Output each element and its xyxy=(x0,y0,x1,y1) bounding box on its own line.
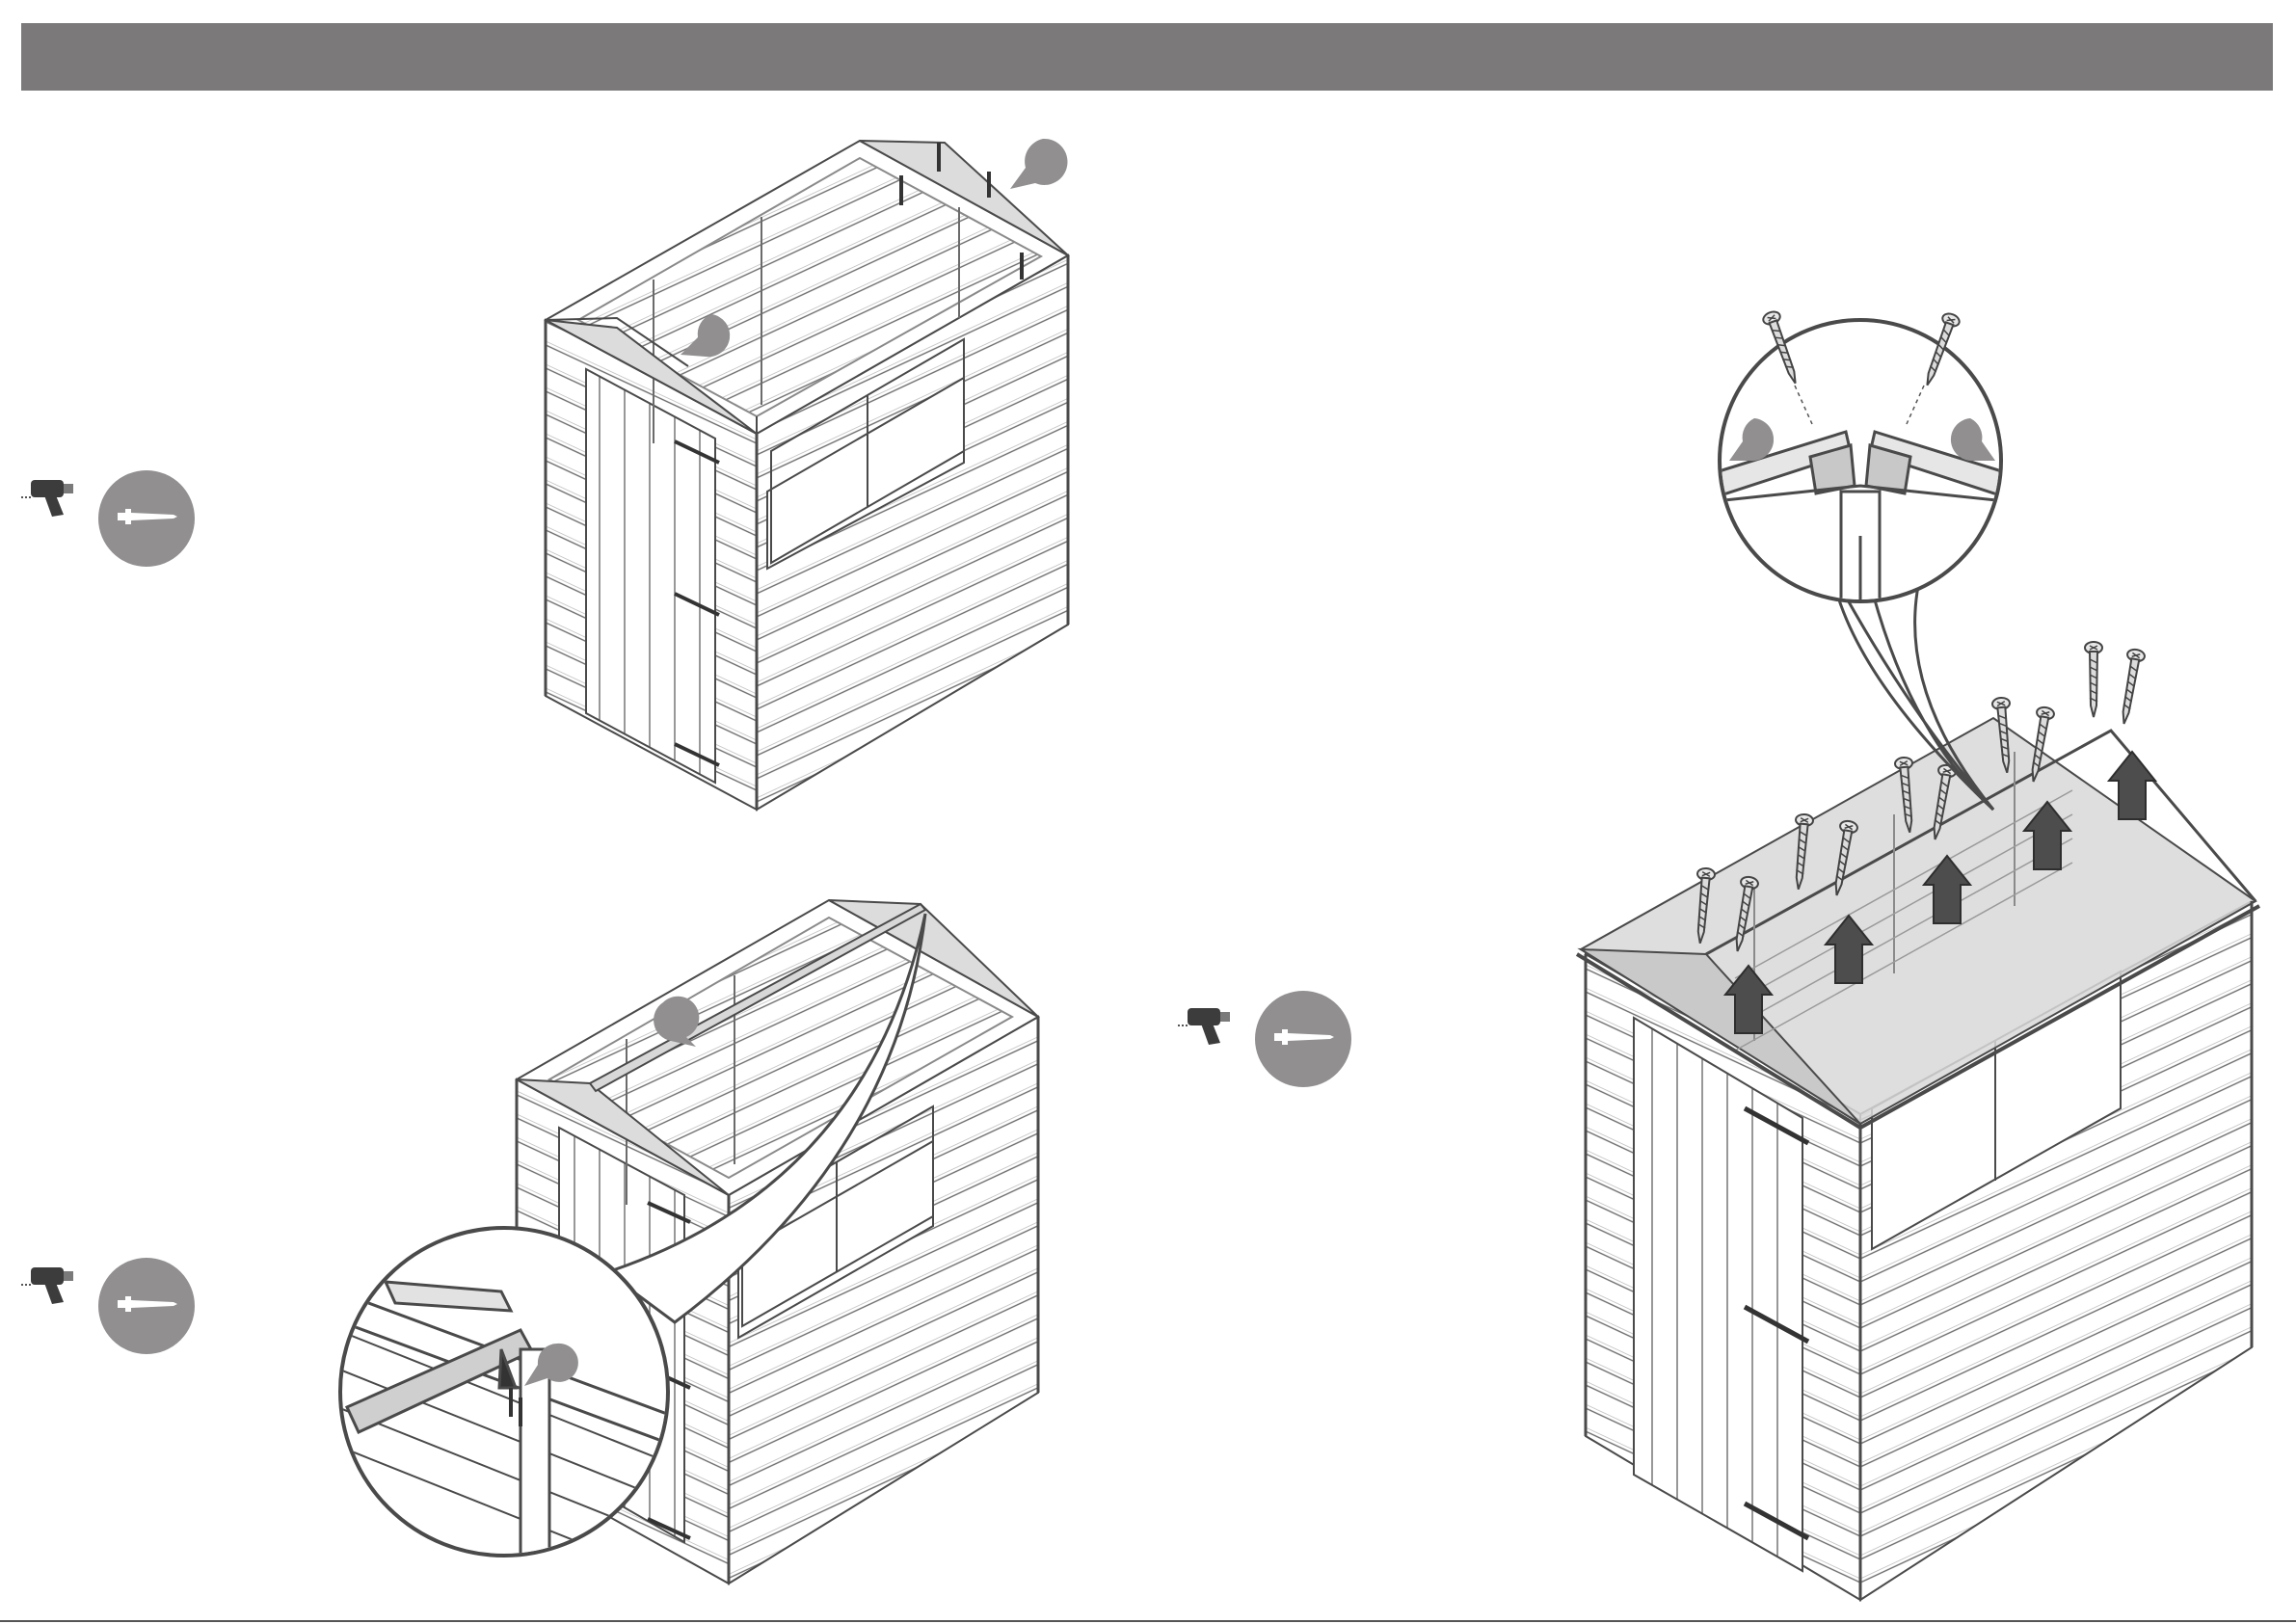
shed-step-3 xyxy=(1577,718,2259,1600)
drill-icon xyxy=(21,1264,83,1310)
detail-zoom-apex xyxy=(1716,309,2005,810)
footer-rule xyxy=(0,1620,2296,1622)
screw-badge xyxy=(1255,991,1351,1087)
screw-icon xyxy=(1255,991,1351,1087)
shed-step-1 xyxy=(546,141,1068,810)
screw-icon xyxy=(98,470,195,567)
drill-icon xyxy=(1178,1004,1240,1051)
screw-badge xyxy=(98,470,195,567)
drill-icon xyxy=(21,476,83,522)
screw-icon xyxy=(98,1258,195,1354)
tools-step-1 xyxy=(21,470,195,567)
tools-step-3 xyxy=(1178,991,1351,1087)
callout-marker xyxy=(1010,139,1067,189)
tools-step-2 xyxy=(21,1258,195,1354)
screw-badge xyxy=(98,1258,195,1354)
